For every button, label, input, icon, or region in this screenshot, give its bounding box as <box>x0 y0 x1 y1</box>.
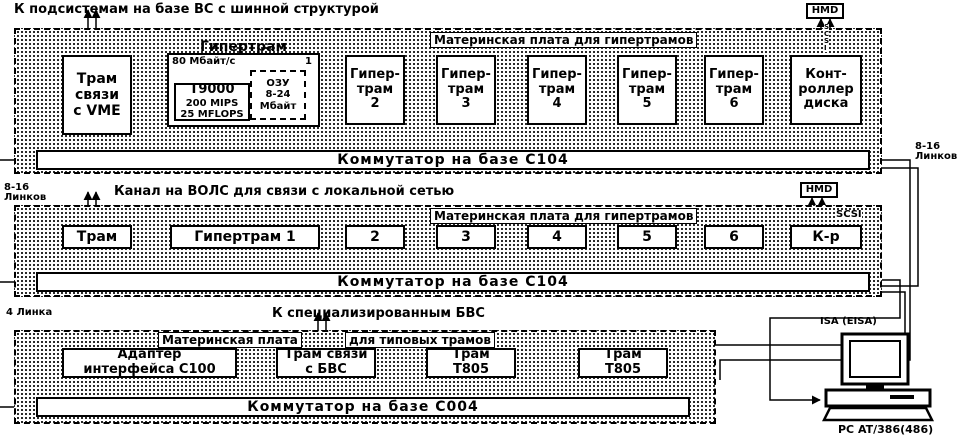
hypertram-5-b2: 5 <box>617 225 677 249</box>
hypertram-3-b2: 3 <box>436 225 496 249</box>
motherboard-3-label-b: для типовых трамов <box>345 332 495 348</box>
hmd-1: HMD <box>806 3 844 19</box>
pc-label: PC AT/386(486) <box>838 423 934 436</box>
hmd-2: HMD <box>800 182 838 198</box>
motherboard-3-label-a: Материнская плата <box>158 332 302 348</box>
specialized-bvs-label: К специализированным БВС <box>272 306 485 321</box>
tram-bvs: Трам связи с БВС <box>276 347 376 378</box>
hypertram-1-b2: Гипертрам 1 <box>170 225 320 249</box>
fiber-channel-label: Канал на ВОЛС для связи с локальной сеть… <box>114 184 455 199</box>
motherboard-1-label: Материнская плата для гипертрамов <box>430 32 698 48</box>
adapter-c100: Адаптер интерфейса С100 <box>62 347 237 378</box>
mips-label: 200 MIPS <box>185 97 239 109</box>
hypertram-6-b2: 6 <box>704 225 764 249</box>
links-4-label: 4 Линка <box>6 307 53 318</box>
switch-c104-1: Коммутатор на базе С104 <box>36 150 870 170</box>
hypertram-6: Гипер- трам 6 <box>704 55 764 125</box>
disk-controller: Конт- роллер диска <box>790 55 862 125</box>
t9000-label: T9000 <box>189 82 235 98</box>
isa-label: ISA (EISA) <box>820 316 877 327</box>
mflops-label: 25 MFLOPS <box>180 109 244 121</box>
pc-icon <box>822 330 934 422</box>
t9000-box: T9000 200 MIPS 25 MFLOPS <box>174 82 250 121</box>
links-8-16-right-label: 8-16 Линков <box>915 141 958 162</box>
hypertram-4-b2: 4 <box>527 225 587 249</box>
tram-t805-2: Трам Т805 <box>578 347 668 378</box>
tram-b2: Трам <box>62 225 132 249</box>
hypertram-4: Гипер- трам 4 <box>527 55 587 125</box>
scsi-2-label: SCSI <box>836 209 862 220</box>
controller-b2: К-р <box>790 225 862 249</box>
bus-subsystems-label: К подсистемам на базе ВС с шинной структ… <box>14 2 379 17</box>
external-link <box>869 163 919 291</box>
tram-vme: Трам связи с VME <box>62 55 132 135</box>
tram-t805-1: Трам Т805 <box>426 347 516 378</box>
hypertram-2-b2: 2 <box>345 225 405 249</box>
external-link <box>769 275 901 405</box>
switch-c004: Коммутатор на базе С004 <box>36 397 690 417</box>
one-label: 1 <box>305 56 312 67</box>
hypertram-2: Гипер- трам 2 <box>345 55 405 125</box>
motherboard-2-label: Материнская плата для гипертрамов <box>430 208 698 224</box>
links-8-16-left-label: 8-16 Линков <box>4 182 47 203</box>
hypertram-title: Гипертрам <box>200 39 287 55</box>
speed-label: 80 Мбайт/с <box>172 56 236 67</box>
switch-c104-2: Коммутатор на базе С104 <box>36 272 870 292</box>
hypertram-5: Гипер- трам 5 <box>617 55 677 125</box>
hypertram-3: Гипер- трам 3 <box>436 55 496 125</box>
ram-box: ОЗУ 8-24 Мбайт <box>250 70 306 120</box>
external-link <box>719 155 911 380</box>
scsi-1-label: S C S I <box>824 23 830 52</box>
